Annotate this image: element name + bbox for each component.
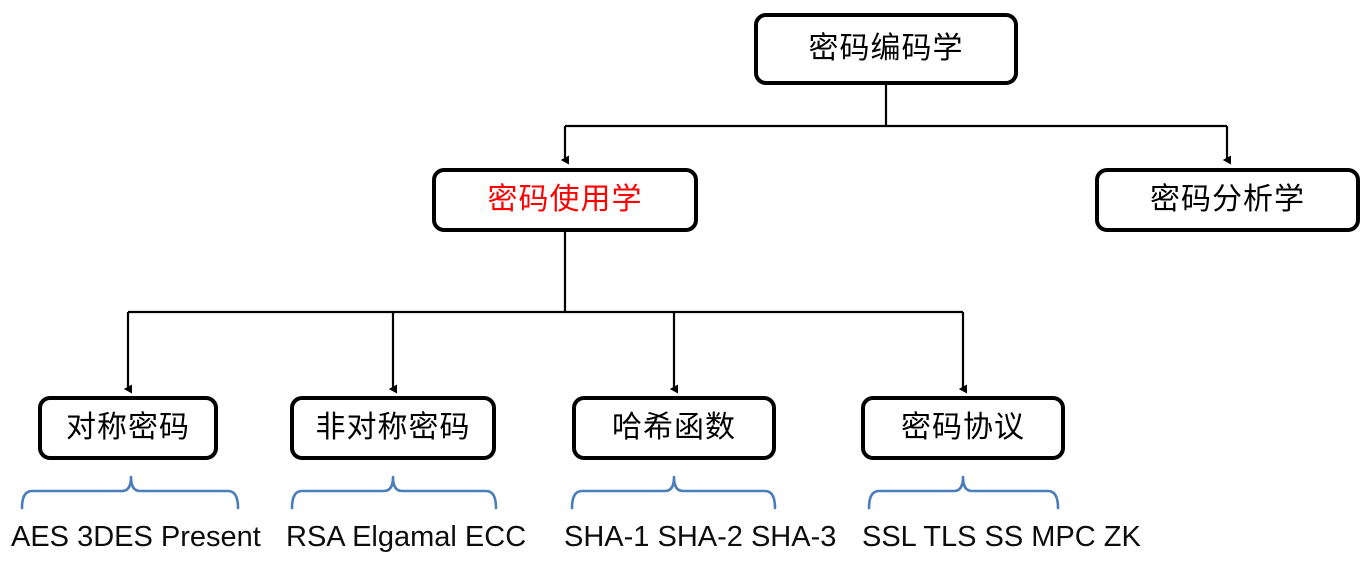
node-cryptanalysis-label: 密码分析学 [1150, 182, 1305, 217]
brace-crypto-protocol [867, 475, 1060, 510]
members-asymmetric-cipher: RSA Elgamal ECC [286, 521, 527, 553]
node-cryptology-root-label: 密码编码学 [808, 31, 964, 66]
node-asymmetric-cipher-label: 非对称密码 [315, 410, 471, 445]
brace-hash-function [570, 475, 777, 510]
node-cryptanalysis[interactable]: 密码分析学 [1095, 168, 1360, 232]
node-cryptography-use-label: 密码使用学 [487, 182, 643, 217]
brace-symmetric-cipher [20, 475, 240, 510]
node-hash-function-label: 哈希函数 [612, 410, 736, 445]
node-asymmetric-cipher[interactable]: 非对称密码 [290, 396, 496, 460]
node-symmetric-cipher[interactable]: 对称密码 [38, 396, 218, 460]
members-symmetric-cipher: AES 3DES Present [11, 521, 261, 553]
node-symmetric-cipher-label: 对称密码 [66, 410, 190, 445]
node-hash-function[interactable]: 哈希函数 [572, 396, 776, 460]
node-crypto-protocol-label: 密码协议 [901, 410, 1025, 445]
members-crypto-protocol: SSL TLS SS MPC ZK [862, 521, 1141, 553]
node-cryptography-use[interactable]: 密码使用学 [432, 168, 698, 232]
members-hash-function: SHA-1 SHA-2 SHA-3 [564, 521, 837, 553]
node-crypto-protocol[interactable]: 密码协议 [861, 396, 1065, 460]
brace-asymmetric-cipher [290, 475, 498, 510]
node-cryptology-root[interactable]: 密码编码学 [754, 13, 1018, 85]
